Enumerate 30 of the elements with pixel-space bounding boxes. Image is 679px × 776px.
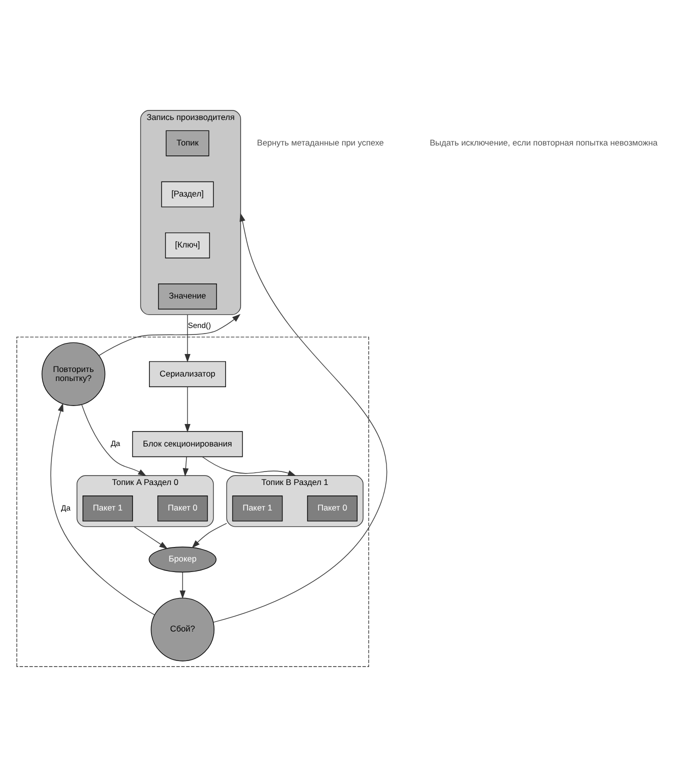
arrow: [202, 456, 296, 476]
arrow: [81, 404, 146, 476]
node-box: Пакет 0: [307, 495, 358, 521]
edge-label: Send(): [188, 320, 211, 330]
node-box: Пакет 1: [232, 495, 283, 521]
node-box: Пакет 1: [82, 495, 133, 521]
edge-label: Да: [110, 438, 120, 448]
node-box: [Ключ]: [165, 232, 210, 258]
node-box: Сериализатор: [149, 360, 226, 387]
arrow: [98, 314, 240, 356]
node-circle: Сбой?: [150, 597, 214, 661]
arrow: [134, 526, 168, 548]
arrow: [184, 314, 190, 362]
node-box: Значение: [158, 283, 217, 309]
node-box: Пакет 0: [157, 495, 208, 521]
node-box: [Раздел]: [161, 180, 214, 207]
arrow: [192, 522, 228, 548]
label: Выдать исключение, если повторная попытка невозможна: [430, 136, 658, 147]
arrow: [184, 386, 190, 432]
arrow: [182, 456, 189, 476]
arrow: [212, 212, 387, 622]
node-box: Топик: [166, 130, 210, 156]
cluster: [16, 336, 370, 666]
edge-label: Да: [61, 502, 71, 512]
label: Вернуть метаданные при успехе: [257, 136, 384, 147]
node-ellipse: Брокер: [148, 546, 216, 572]
node-circle: Повторить попытку?: [42, 342, 106, 406]
arrow: [50, 402, 156, 615]
arrow: [180, 571, 186, 598]
node-box: Блок секционирования: [132, 430, 243, 457]
